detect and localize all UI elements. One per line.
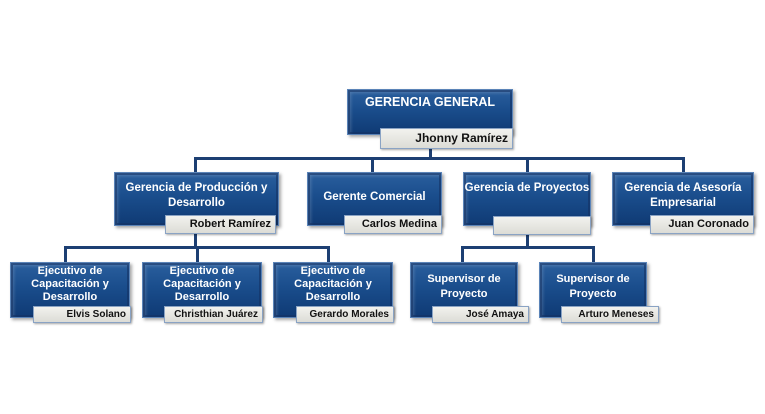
node-title: Gerencia de Producción y Desarrollo — [125, 182, 268, 209]
connector — [526, 157, 529, 173]
node-name-label: Elvis Solano — [33, 306, 131, 323]
node-name-label: José Amaya — [432, 306, 529, 323]
node-title: GERENCIA GENERAL — [364, 95, 496, 109]
node-title: Supervisor de Proyecto — [427, 273, 501, 300]
node-name-label: Gerardo Morales — [296, 306, 394, 323]
connector — [194, 157, 685, 160]
connector — [194, 157, 197, 173]
connector — [461, 246, 595, 249]
node-name-label — [493, 216, 591, 235]
node-name-label: Arturo Meneses — [561, 306, 659, 323]
node-name-label: Juan Coronado — [650, 215, 754, 234]
node-name-label: Carlos Medina — [344, 215, 442, 234]
node-title: Ejecutivo de Capacitación y Desarrollo — [294, 265, 372, 303]
connector — [64, 246, 67, 263]
node-name-label: Christhian Juárez — [164, 306, 263, 323]
connector — [371, 157, 374, 173]
node-name-label: Robert Ramírez — [165, 215, 276, 234]
connector — [327, 246, 330, 263]
node-title: Supervisor de Proyecto — [556, 273, 630, 300]
connector — [526, 234, 529, 248]
connector — [429, 148, 432, 159]
node-name-label: Jhonny Ramírez — [380, 128, 513, 149]
connector — [196, 246, 199, 263]
connector — [461, 246, 464, 263]
node-title: Ejecutivo de Capacitación y Desarrollo — [163, 265, 241, 303]
node-title: Gerencia de Asesoría Empresarial — [624, 182, 742, 209]
node-title: Gerencia de Proyectos — [464, 182, 590, 194]
connector — [194, 234, 197, 248]
node-title: Gerente Comercial — [323, 191, 426, 203]
connector — [592, 246, 595, 263]
connector — [682, 157, 685, 173]
node-title: Ejecutivo de Capacitación y Desarrollo — [31, 265, 109, 303]
